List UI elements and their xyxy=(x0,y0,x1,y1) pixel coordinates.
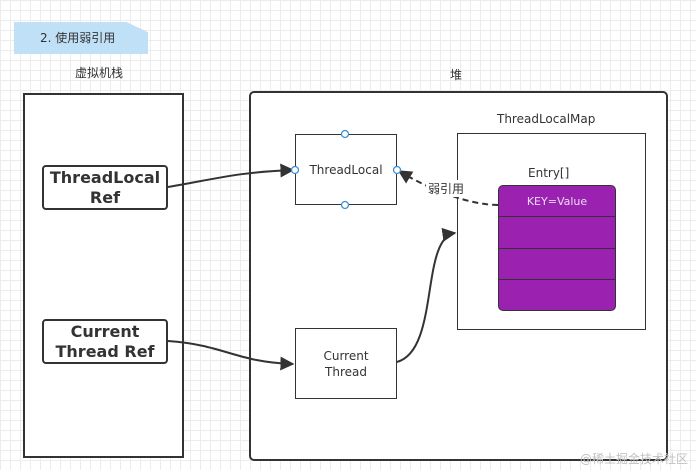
threadlocal-ref-arrow xyxy=(167,163,295,188)
watermark: @稀土掘金技术社区 xyxy=(579,452,688,466)
weak-reference-label: 弱引用 xyxy=(426,180,467,197)
entry-array-title: Entry[] xyxy=(528,166,570,180)
threadlocal-ref-label: ThreadLocal Ref xyxy=(49,167,161,207)
current-thread-line2: Thread xyxy=(325,364,367,379)
connection-handle xyxy=(340,129,350,139)
connection-handle xyxy=(290,165,300,175)
section-tag: 2. 使用弱引用 xyxy=(14,22,148,54)
vm-stack-frame xyxy=(23,93,184,458)
weak-reference-arrow xyxy=(397,170,499,206)
current-thread-ref-arrow xyxy=(167,340,295,371)
heap-title: 堆 xyxy=(450,68,463,82)
entry-row xyxy=(499,249,615,280)
entry-array: KEY=Value xyxy=(498,185,616,311)
map-title: ThreadLocalMap xyxy=(497,112,596,126)
current-thread-object: Current Thread xyxy=(295,328,397,399)
entry-row xyxy=(499,217,615,249)
connection-handle xyxy=(340,200,350,210)
connection-handle xyxy=(392,165,402,175)
stack-title: 虚拟机栈 xyxy=(75,66,124,80)
threadlocal-ref-box: ThreadLocal Ref xyxy=(42,165,168,210)
entry-row: KEY=Value xyxy=(499,186,615,218)
current-thread-ref-box: Current Thread Ref xyxy=(42,319,168,364)
thread-to-map-arrow xyxy=(396,227,457,363)
threadlocal-object-label: ThreadLocal xyxy=(309,162,383,177)
current-thread-ref-label: Current Thread Ref xyxy=(55,321,155,361)
current-thread-line1: Current xyxy=(323,348,369,363)
threadlocal-object: ThreadLocal xyxy=(295,134,397,205)
